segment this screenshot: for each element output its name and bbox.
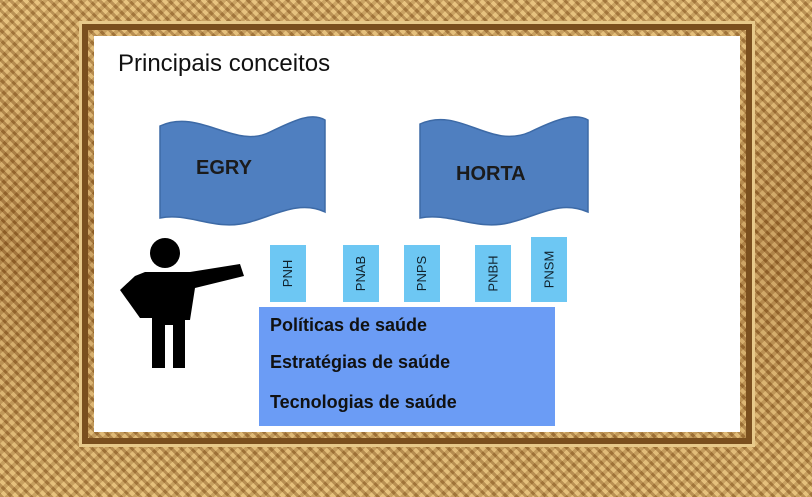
tag-pnh: PNH [270, 245, 306, 302]
tag-pnab: PNAB [343, 245, 379, 302]
page-title: Principais conceitos [118, 50, 331, 77]
banner-egry-label: EGRY [196, 157, 252, 179]
banner-egry-shape [159, 116, 326, 226]
tag-pnps-label: PNPS [414, 255, 430, 292]
concepts-box [259, 307, 555, 426]
box-line-estrategias: Estratégias de saúde [270, 352, 451, 372]
box-line-politicas: Políticas de saúde [270, 315, 428, 335]
banner-horta-shape [419, 116, 589, 226]
banner-horta-label: HORTA [456, 163, 526, 185]
tag-pnps: PNPS [404, 245, 440, 302]
tag-pnsm: PNSM [531, 237, 567, 302]
tag-pnab-label: PNAB [353, 255, 369, 292]
tag-pnbh-label: PNBH [485, 255, 501, 292]
tag-pnh-label: PNH [280, 259, 296, 288]
pointing-person-icon [120, 238, 244, 368]
box-line-tecnologias: Tecnologias de saúde [270, 392, 457, 412]
tag-pnbh: PNBH [475, 245, 511, 302]
tag-pnsm-label: PNSM [541, 250, 557, 289]
